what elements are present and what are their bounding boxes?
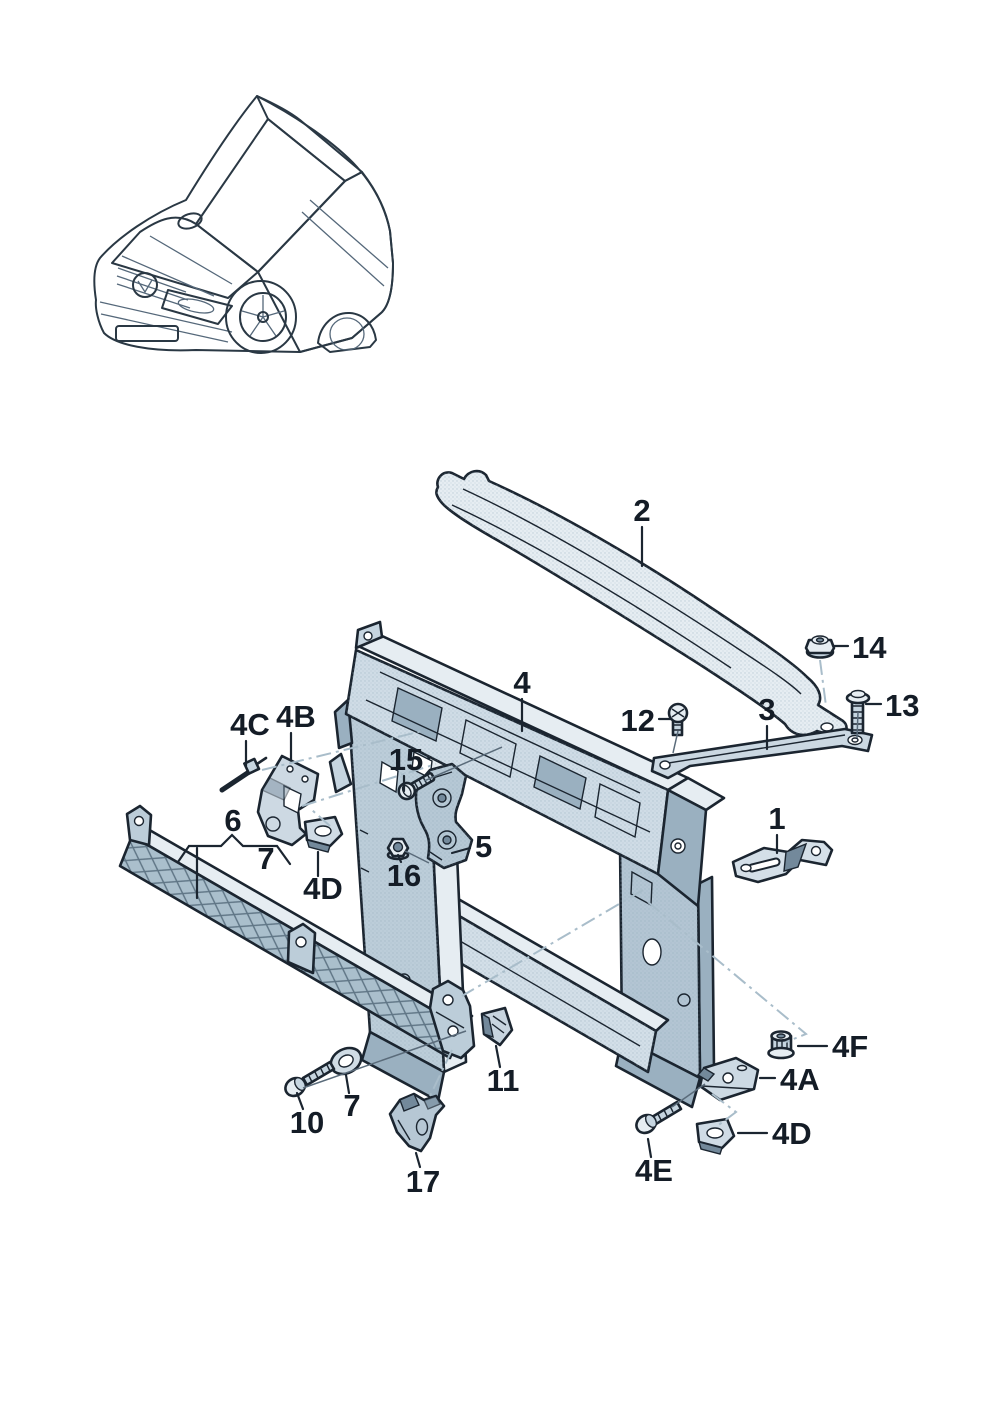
part-11-clip: [480, 1006, 514, 1047]
callout-4b-label: 4B: [276, 699, 316, 734]
vehicle-thumbnail: [93, 95, 394, 354]
callout-4d-lower-label: 4D: [772, 1116, 812, 1151]
callout-4c-label: 4C: [230, 707, 270, 742]
callout-labels: 2 14 13 12 3 4 1 4C 4B 15 5 16 6 7 4D 10…: [224, 493, 919, 1199]
part-4f-rivet-nut: [767, 1030, 795, 1060]
callout-7-washer-label: 7: [343, 1088, 360, 1123]
callout-1-label: 1: [768, 801, 785, 836]
part-4c-cable-tie: [219, 756, 268, 793]
callout-13-label: 13: [885, 688, 919, 723]
screw-4e-flange-screw: [635, 1100, 683, 1135]
callout-5-label: 5: [475, 829, 492, 864]
callout-4d-upper-label: 4D: [303, 871, 343, 906]
part-4a-retainer-plate: [696, 1056, 760, 1102]
callout-11-label: 11: [487, 1063, 520, 1098]
callout-4e-label: 4E: [635, 1153, 673, 1188]
callout-14-label: 14: [852, 630, 887, 665]
callout-3-label: 3: [758, 692, 775, 727]
part-1-bracket: [731, 838, 834, 884]
alignment-lines: [261, 659, 827, 1128]
callout-16-label: 16: [387, 858, 421, 893]
callout-2-label: 2: [633, 493, 650, 528]
part-17-bracket: [388, 1092, 446, 1153]
part-6-lower-crossmember: [118, 804, 476, 1060]
callout-15-label: 15: [389, 742, 423, 777]
part-5-mount-bracket: [414, 762, 474, 870]
callout-12-label: 12: [621, 703, 655, 738]
screw-15-screw: [397, 771, 436, 801]
part-4-right-leg: [614, 840, 716, 1109]
part-4b-bracket: [256, 754, 320, 847]
part-2-upper-cover-bar: [435, 469, 848, 740]
callout-17-label: 17: [406, 1164, 440, 1199]
fastener-axis-lines: [302, 711, 859, 1108]
nut-14-flange-nut: [804, 635, 836, 659]
callout-10-label: 10: [290, 1105, 324, 1140]
callout-4-label: 4: [513, 665, 531, 700]
callout-4a-label: 4A: [780, 1062, 820, 1097]
part-4d-clip-lower: [695, 1117, 736, 1155]
callout-6-label: 6: [224, 803, 241, 838]
callout-leaders: [176, 525, 883, 1169]
callout-7-group-label: 7: [257, 841, 274, 876]
screw-10-flange-screw: [284, 1060, 336, 1098]
callout-4f-label: 4F: [832, 1029, 868, 1064]
nut-16-hex-nut: [386, 837, 410, 861]
part-4d-clip-upper: [303, 815, 344, 853]
group-brace-6-7: [176, 833, 292, 866]
part-3-diagonal-strut: [650, 727, 874, 780]
